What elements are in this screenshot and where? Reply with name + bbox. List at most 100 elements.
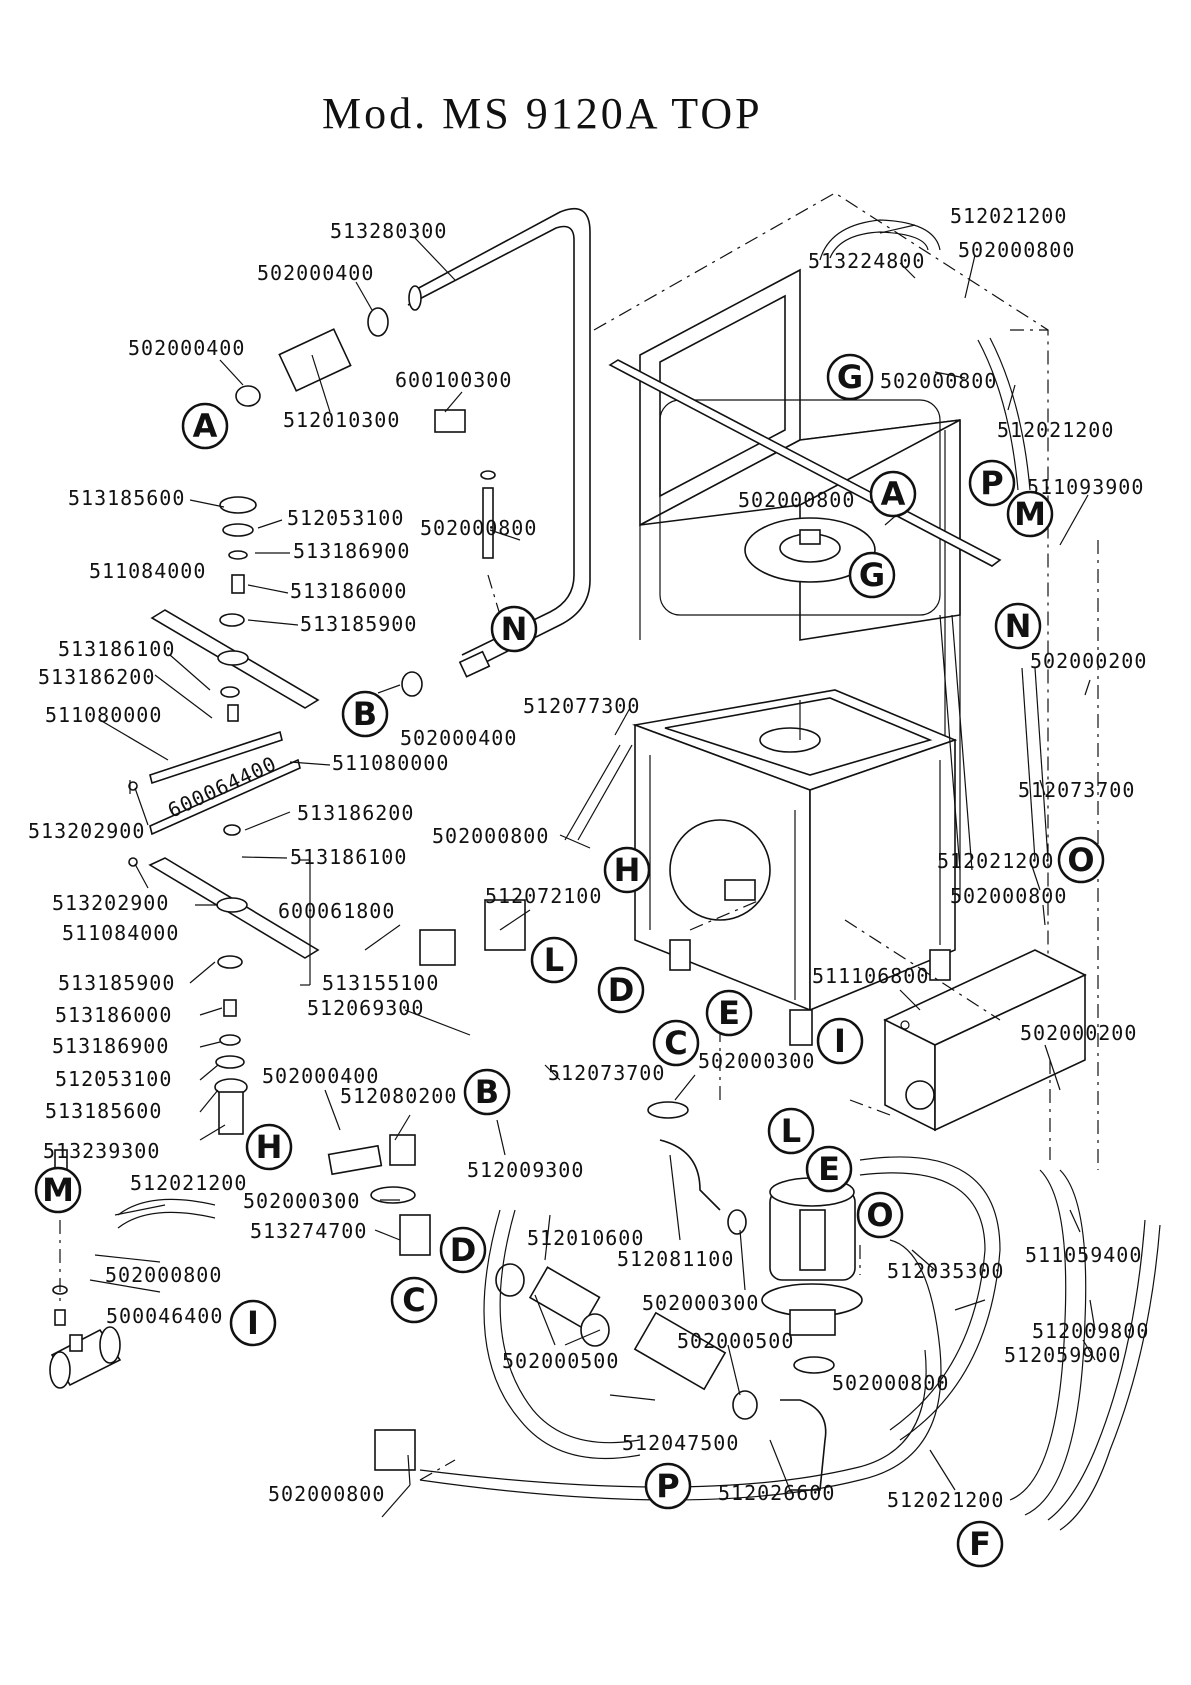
part-label: 512053100 xyxy=(55,1067,172,1091)
connector-E-upper: E xyxy=(705,989,753,1037)
part-label: 512047500 xyxy=(622,1431,739,1455)
connector-N-right: N xyxy=(994,602,1042,650)
part-label: 513202900 xyxy=(52,891,169,915)
connector-P-lower: P xyxy=(644,1462,692,1510)
part-label: 512010600 xyxy=(527,1226,644,1250)
part-label: 513224800 xyxy=(808,249,925,273)
part-label: 511106800 xyxy=(812,964,929,988)
part-label: 513186200 xyxy=(297,801,414,825)
svg-text:M: M xyxy=(42,1171,74,1209)
svg-text:B: B xyxy=(475,1073,499,1111)
connector-D-lower: D xyxy=(439,1226,487,1274)
connector-L-lower: L xyxy=(767,1107,815,1155)
connector-N-left: N xyxy=(490,605,538,653)
svg-text:L: L xyxy=(544,941,564,979)
svg-text:A: A xyxy=(193,407,218,445)
part-label: 513186900 xyxy=(52,1034,169,1058)
svg-text:D: D xyxy=(450,1231,477,1269)
part-label: 502000300 xyxy=(243,1189,360,1213)
lower-wash-arm xyxy=(148,857,320,959)
part-label: 502000200 xyxy=(1030,649,1147,673)
arm-hub-parts-upper xyxy=(219,496,257,722)
tank-frame xyxy=(631,689,958,1046)
svg-text:B: B xyxy=(353,695,377,733)
part-label: 513239300 xyxy=(43,1139,160,1163)
part-label: 512081100 xyxy=(617,1247,734,1271)
part-label: 511084000 xyxy=(62,921,179,945)
part-label: 513186200 xyxy=(38,665,155,689)
part-label: 600100300 xyxy=(395,368,512,392)
svg-text:L: L xyxy=(781,1112,801,1150)
upper-wash-arm xyxy=(150,609,320,709)
boiler-tank xyxy=(883,949,1087,1132)
part-label: 511084000 xyxy=(89,559,206,583)
connector-B-left: B xyxy=(341,690,389,738)
svg-text:E: E xyxy=(718,994,740,1032)
part-label: 502000800 xyxy=(832,1371,949,1395)
connector-H-upper: H xyxy=(603,846,651,894)
svg-text:F: F xyxy=(969,1525,991,1563)
part-label: 513186000 xyxy=(55,1003,172,1027)
connector-P-top: P xyxy=(968,459,1016,507)
svg-text:O: O xyxy=(866,1196,893,1234)
part-label: 512069300 xyxy=(307,996,424,1020)
svg-text:A: A xyxy=(881,475,906,513)
connector-A-top: A xyxy=(181,402,229,450)
part-label: 512021200 xyxy=(950,204,1067,228)
part-label: 502000400 xyxy=(257,261,374,285)
part-label: 513186100 xyxy=(290,845,407,869)
svg-text:N: N xyxy=(1005,607,1032,645)
svg-text:G: G xyxy=(837,358,863,396)
part-label: 511080000 xyxy=(45,703,162,727)
part-label: 513186000 xyxy=(290,579,407,603)
connector-O-right: O xyxy=(1057,836,1105,884)
part-label: 500046400 xyxy=(106,1304,223,1328)
connector-markers: A B N H L D E C I B H M L E O D C I P F … xyxy=(34,353,1105,1568)
connector-M-top: M xyxy=(1006,490,1054,538)
connector-A-machine: A xyxy=(869,470,917,518)
part-label: 512009800 xyxy=(1032,1319,1149,1343)
ball-valve xyxy=(49,1326,122,1389)
part-label: 502000800 xyxy=(950,884,1067,908)
connector-L-upper: L xyxy=(530,936,578,984)
hood-assembly xyxy=(608,268,1002,900)
connector-G-top: G xyxy=(826,353,874,401)
arm-hub-parts-lower xyxy=(128,781,248,1135)
part-label: 513185600 xyxy=(45,1099,162,1123)
part-label: 502000300 xyxy=(698,1049,815,1073)
part-label: 512009300 xyxy=(467,1158,584,1182)
part-label: 502000400 xyxy=(262,1064,379,1088)
diagram-title: Mod. MS 9120A TOP xyxy=(322,89,763,138)
part-label: 512072100 xyxy=(485,884,602,908)
part-label: 513280300 xyxy=(330,219,447,243)
pump-motor xyxy=(761,1177,863,1336)
part-label: 513185900 xyxy=(58,971,175,995)
connector-B-lower: B xyxy=(463,1068,511,1116)
connector-O-lower: O xyxy=(856,1191,904,1239)
part-label: 502000500 xyxy=(677,1329,794,1353)
part-label: 502000800 xyxy=(432,824,549,848)
part-label: 512026600 xyxy=(718,1481,835,1505)
drain-fittings xyxy=(495,1101,835,1491)
part-label: 502000500 xyxy=(502,1349,619,1373)
part-label: 512073700 xyxy=(548,1061,665,1085)
rinse-tube xyxy=(149,730,301,836)
hoses xyxy=(117,219,1161,1531)
inlet-fittings xyxy=(52,409,526,1471)
svg-text:M: M xyxy=(1014,495,1046,533)
part-label: 513186100 xyxy=(58,637,175,661)
part-label: 502000400 xyxy=(128,336,245,360)
supply-pipe xyxy=(235,207,591,697)
svg-text:D: D xyxy=(608,971,635,1009)
part-label: 513185600 xyxy=(68,486,185,510)
part-label: 502000800 xyxy=(958,238,1075,262)
svg-text:G: G xyxy=(859,556,885,594)
part-label: 512077300 xyxy=(523,694,640,718)
part-label: 502000400 xyxy=(400,726,517,750)
part-label: 513155100 xyxy=(322,971,439,995)
part-label: 600061800 xyxy=(278,899,395,923)
connector-C-lower: C xyxy=(390,1276,438,1324)
connector-E-lower: E xyxy=(805,1145,853,1193)
